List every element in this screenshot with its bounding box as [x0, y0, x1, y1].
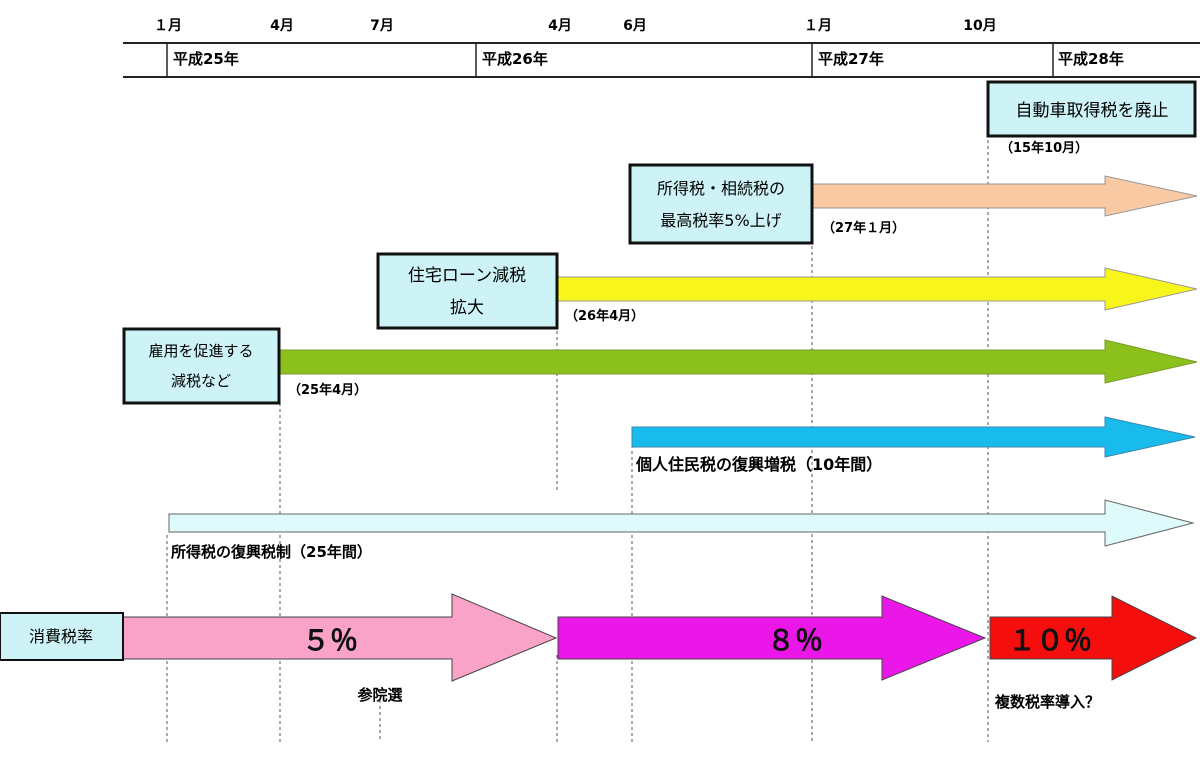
employment-date: （25年4月）: [288, 382, 367, 398]
resident-tax-label: 個人住民税の復興増税（10年間）: [635, 455, 882, 474]
rate-8-arrow: [557, 595, 987, 681]
rate-10-arrow: [989, 595, 1198, 681]
housing-loan-arrow: [556, 267, 1198, 311]
housing-date: （26年4月）: [565, 308, 644, 324]
month-label: 4月: [548, 18, 572, 34]
month-label: １月: [804, 18, 832, 34]
employment-box-line1: 雇用を促進する: [148, 342, 253, 360]
income-recovery-arrow: [168, 499, 1195, 547]
car-tax-date: （15年10月）: [1000, 140, 1088, 156]
rate-10-label: １０％: [1008, 624, 1092, 657]
consumption-tax-box: [0, 612, 124, 661]
month-label: 7月: [370, 18, 394, 34]
income-tax-box-line1: 所得税・相続税の: [657, 179, 785, 198]
year-label: 平成25年: [173, 50, 239, 68]
housing-loan-box: [376, 252, 559, 330]
year-label: 平成28年: [1058, 50, 1124, 68]
housing-box-line2: 拡大: [450, 298, 484, 318]
car-tax-box: [986, 80, 1197, 138]
rate-5-label: ５％: [302, 624, 358, 657]
employment-arrow: [279, 339, 1198, 384]
year-label: 平成26年: [482, 50, 548, 68]
employment-box-line2: 減税など: [171, 372, 231, 390]
rate-8-label: ８％: [767, 624, 823, 657]
month-label: 6月: [623, 18, 647, 34]
month-label: 10月: [963, 18, 996, 34]
year-label: 平成27年: [818, 50, 884, 68]
rate-5-arrow: [122, 593, 558, 682]
election-label: 参院選: [357, 686, 402, 704]
employment-box: [122, 327, 281, 405]
resident-tax-arrow: [631, 416, 1196, 458]
income-recovery-label: 所得税の復興税制（25年間）: [171, 543, 372, 561]
timeline-header: １月 4月 7月 4月 6月 １月 10月 平成25年 平成26年 平成27年 …: [123, 18, 1200, 78]
month-label: 4月: [270, 18, 294, 34]
multiple-rates-label: 複数税率導入？: [994, 693, 1100, 711]
housing-box-line1: 住宅ローン減税: [408, 266, 526, 286]
consumption-tax-box-label: 消費税率: [29, 627, 93, 646]
income-tax-arrow: [811, 175, 1198, 217]
income-tax-box-line2: 最高税率5%上げ: [660, 211, 781, 230]
month-label: １月: [154, 18, 182, 34]
income-tax-box: [628, 163, 814, 245]
car-tax-box-label: 自動車取得税を廃止: [1016, 101, 1169, 121]
income-tax-date: （27年１月）: [822, 220, 905, 236]
